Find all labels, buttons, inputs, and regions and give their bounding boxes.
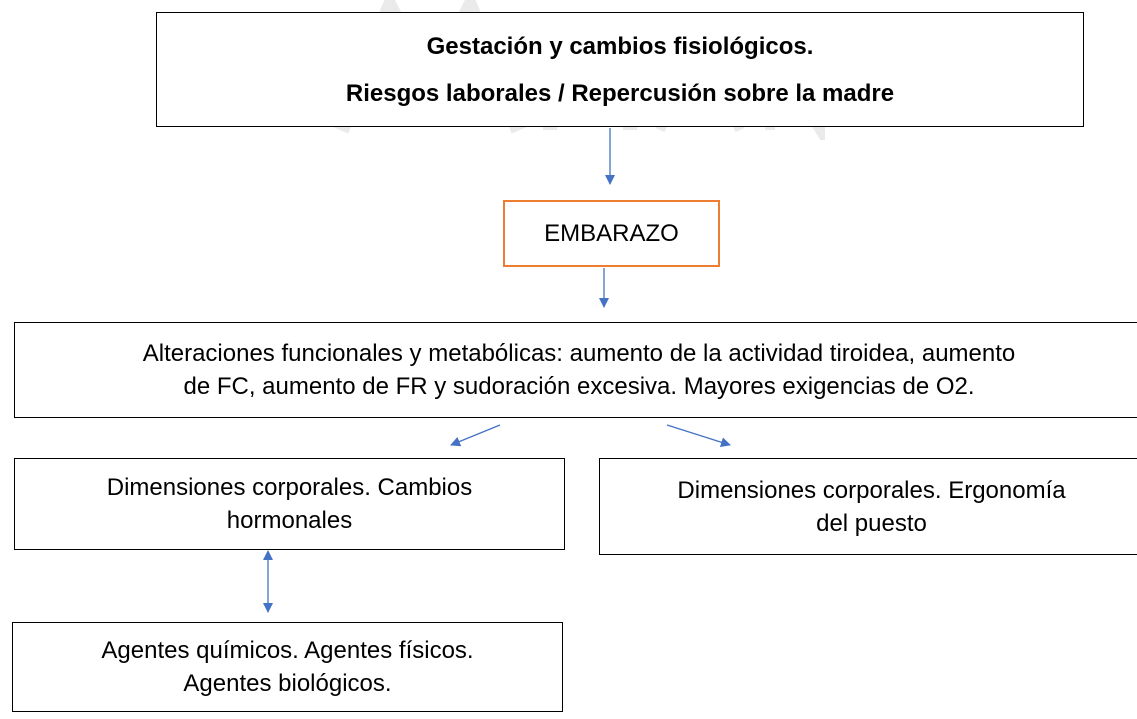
alteraciones-line-2: de FC, aumento de FR y sudoración excesi…: [183, 373, 975, 400]
dimensiones-ergonomia-box: Dimensiones corporales. Ergonomía del pu…: [599, 458, 1137, 555]
dimensiones-hormonales-line-2: hormonales: [226, 507, 353, 534]
embarazo-box: EMBARAZO: [503, 200, 720, 267]
agentes-line-2: Agentes biológicos.: [183, 670, 392, 697]
dimensiones-hormonales-line-1: Dimensiones corporales. Cambios: [106, 474, 473, 501]
alteraciones-box: Alteraciones funcionales y metabólicas: …: [14, 322, 1137, 418]
embarazo-label: EMBARAZO: [544, 220, 679, 247]
dimensiones-ergonomia-line-1: Dimensiones corporales. Ergonomía: [677, 476, 1066, 504]
title-line-2: Riesgos laborales / Repercusión sobre la…: [345, 79, 895, 107]
dimensiones-hormonales-box: Dimensiones corporales. Cambios hormonal…: [14, 458, 565, 550]
title-line-1: Gestación y cambios fisiológicos.: [426, 32, 814, 60]
title-box: Gestación y cambios fisiológicos. Riesgo…: [156, 12, 1084, 127]
alteraciones-line-1: Alteraciones funcionales y metabólicas: …: [142, 340, 1016, 367]
agentes-line-1: Agentes químicos. Agentes físicos.: [101, 637, 474, 664]
arrow-alteraciones-to-dimensiones-hormonales: [450, 424, 501, 447]
agentes-box: Agentes químicos. Agentes físicos. Agent…: [12, 622, 563, 712]
dimensiones-ergonomia-line-2: del puesto: [816, 509, 927, 537]
arrow-alteraciones-to-dimensiones-ergonomia: [666, 424, 731, 448]
